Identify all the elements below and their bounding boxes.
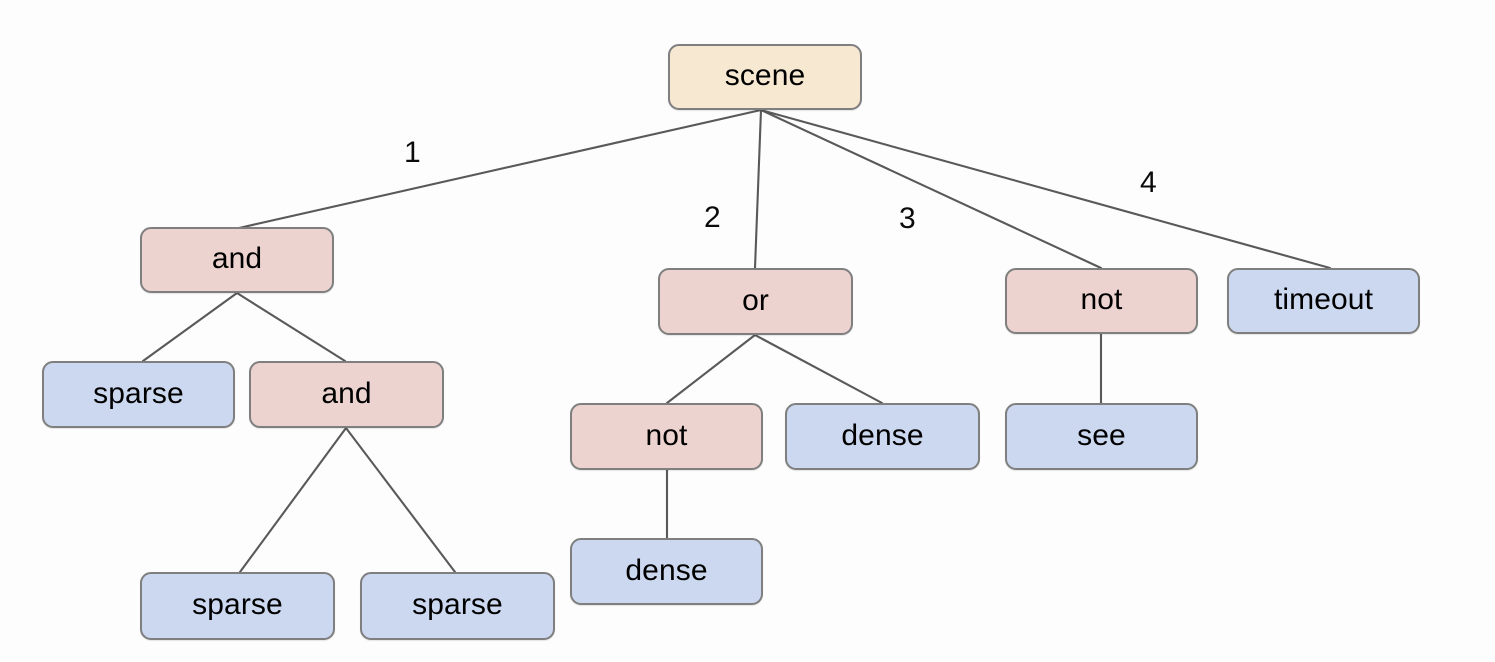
tree-node-not1[interactable]: not — [1005, 268, 1198, 334]
tree-node-label: and — [321, 376, 372, 410]
tree-node-label: sparse — [412, 588, 503, 621]
tree-node-dense2[interactable]: dense — [570, 538, 763, 605]
tree-node-label: timeout — [1273, 283, 1374, 316]
tree-node-sparse2[interactable]: sparse — [140, 572, 335, 640]
tree-node-and1[interactable]: and — [140, 227, 334, 293]
tree-node-timeout1[interactable]: timeout — [1227, 268, 1420, 334]
tree-node-label: scene — [724, 59, 806, 92]
tree-node-sparse1[interactable]: sparse — [42, 361, 235, 428]
edge-label-3: 3 — [899, 202, 916, 235]
tree-node-label: see — [1077, 418, 1126, 452]
edge-label-1: 1 — [404, 136, 421, 169]
tree-node-or1[interactable]: or — [658, 268, 853, 335]
tree-node-label: sparse — [93, 376, 184, 410]
tree-node-not2[interactable]: not — [570, 403, 763, 470]
tree-node-label: and — [211, 242, 263, 275]
tree-node-label: or — [742, 283, 769, 317]
edge-label-4: 4 — [1140, 166, 1157, 199]
tree-node-label: not — [1080, 283, 1123, 316]
tree-node-sparse3[interactable]: sparse — [360, 572, 555, 640]
tree-node-see1[interactable]: see — [1005, 403, 1198, 470]
tree-node-label: sparse — [192, 588, 283, 621]
tree-node-and2[interactable]: and — [249, 361, 444, 428]
edge-label-2: 2 — [704, 201, 721, 234]
tree-node-label: dense — [841, 418, 924, 452]
tree-node-dense1[interactable]: dense — [785, 403, 980, 470]
tree-node-label: not — [645, 418, 688, 452]
tree-node-label: dense — [625, 553, 708, 587]
tree-node-scene[interactable]: scene — [668, 44, 862, 110]
